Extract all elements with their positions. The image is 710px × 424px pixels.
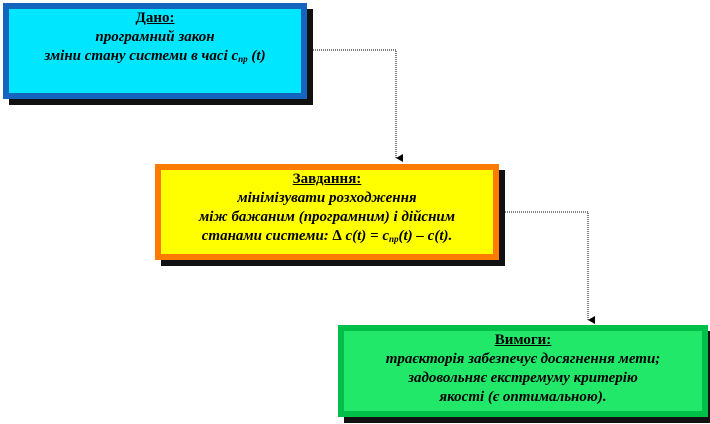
requirements-line-2: задовольняє екстремуму критерію (408, 370, 638, 386)
task-line-3: станами системи: ∆ c(t) = cпр(t) – c(t). (201, 228, 453, 244)
given-line-2: зміни стану системи в часі cпр (t) (44, 48, 266, 64)
requirements-line-3: якості (є оптимальною). (439, 389, 607, 405)
task-line-2: між бажаним (програмним) і дійсним (198, 209, 456, 225)
requirements-title: Вимоги: (494, 332, 552, 348)
given-box: Дано: програмний закон зміни стану систе… (3, 3, 307, 99)
requirements-line-1: траєкторія забезпечує досягнення мети; (385, 351, 661, 367)
given-line-1: програмний закон (95, 29, 215, 45)
task-line-1: мінімізувати розходження (237, 190, 417, 206)
requirements-box: Вимоги: траєкторія забезпечує досягнення… (338, 325, 708, 417)
task-title: Завдання: (292, 171, 362, 187)
task-box: Завдання: мінімізувати розходження між б… (155, 164, 499, 260)
arrow-given-to-task (313, 49, 403, 162)
arrow-task-to-requirements (505, 211, 595, 324)
given-title: Дано: (135, 10, 175, 26)
